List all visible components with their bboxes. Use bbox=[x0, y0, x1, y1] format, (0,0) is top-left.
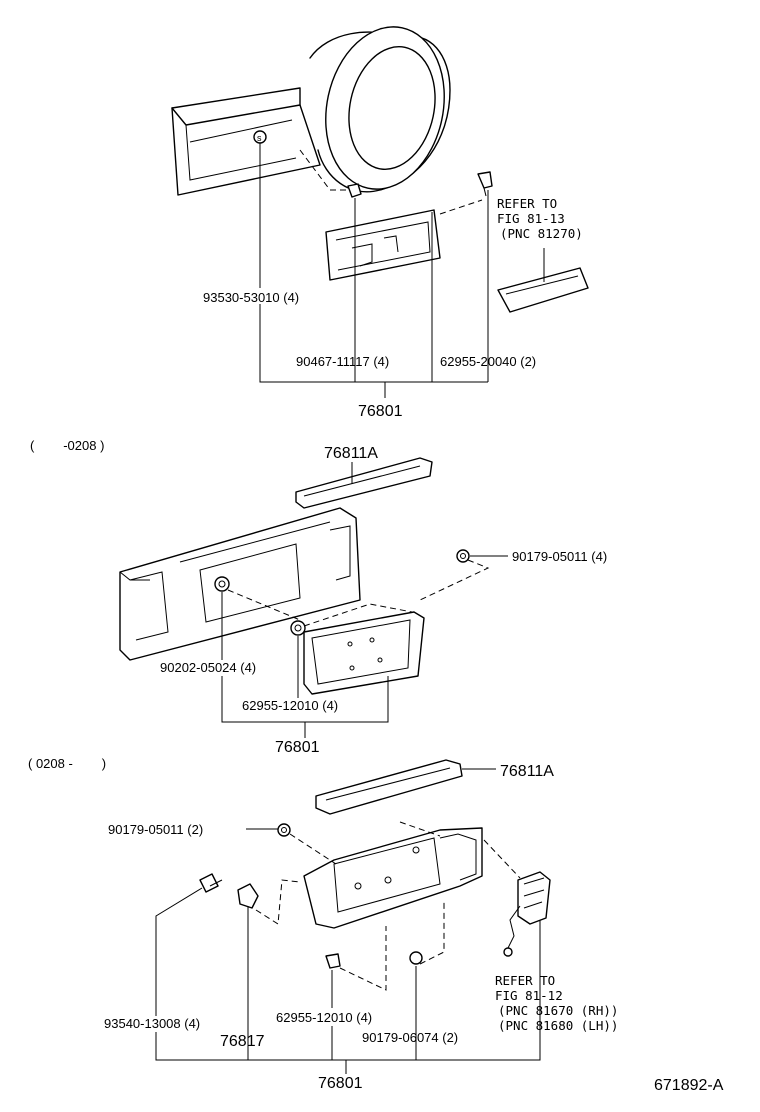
license-lamp bbox=[497, 248, 589, 313]
part-62955-12010: 62955-12010 (4) bbox=[242, 698, 338, 713]
section-1-pre-facelift: s REFER TO FIG 81-13 (PNC bbox=[171, 26, 589, 420]
part-90467-11117: 90467-11117 (4) bbox=[296, 354, 389, 369]
refer-line-1: REFER TO bbox=[495, 973, 555, 988]
moulding-bar bbox=[295, 457, 433, 509]
period-label: ( -0208 ) bbox=[30, 438, 104, 453]
figure-id: 671892-A bbox=[654, 1077, 724, 1094]
part-93530-53010: 93530-53010 (4) bbox=[203, 290, 299, 305]
period-label: ( 0208 - ) bbox=[28, 756, 106, 771]
svg-text:s: s bbox=[257, 133, 262, 143]
assembly-76801: 76801 bbox=[275, 739, 320, 756]
part-76811A: 76811A bbox=[500, 763, 554, 780]
refer-line-4: (PNC 81680 (LH)) bbox=[498, 1018, 618, 1033]
spare-tire-icon bbox=[309, 26, 451, 193]
bolt-icon bbox=[214, 576, 230, 592]
assembly-76801: 76801 bbox=[318, 1075, 363, 1092]
part-90179-05011: 90179-05011 (4) bbox=[512, 549, 607, 564]
part-62955-20040: 62955-20040 (2) bbox=[440, 354, 536, 369]
nut-icon bbox=[409, 951, 423, 965]
part-76817: 76817 bbox=[220, 1033, 265, 1050]
refer-line-1: REFER TO bbox=[497, 196, 557, 211]
clip-icon bbox=[237, 883, 259, 909]
part-62955-12010: 62955-12010 (4) bbox=[276, 1010, 372, 1025]
nut-icon bbox=[325, 953, 341, 969]
refer-line-3: (PNC 81270) bbox=[500, 226, 583, 241]
rear-panel bbox=[171, 87, 321, 196]
nut-icon bbox=[456, 549, 470, 563]
part-90179-06074: 90179-06074 (2) bbox=[362, 1030, 458, 1045]
bolt-icon: s bbox=[253, 130, 267, 144]
nut-icon bbox=[290, 620, 306, 636]
side-lamp bbox=[503, 871, 551, 957]
nut-icon bbox=[347, 183, 362, 198]
part-93540-13008: 93540-13008 (4) bbox=[104, 1016, 200, 1031]
part-90202-05024: 90202-05024 (4) bbox=[160, 660, 256, 675]
nut-icon bbox=[246, 823, 291, 837]
refer-line-3: (PNC 81670 (RH)) bbox=[498, 1003, 618, 1018]
section-2-until-0208: ( -0208 ) 76811A bbox=[30, 438, 607, 756]
refer-line-2: FIG 81-13 bbox=[497, 211, 565, 226]
license-bracket bbox=[303, 827, 483, 929]
refer-line-2: FIG 81-12 bbox=[495, 988, 563, 1003]
rear-bumper bbox=[119, 507, 361, 661]
part-76811A: 76811A bbox=[324, 445, 378, 462]
section-3-from-0208: ( 0208 - ) 76811A 90179-05011 (2) bbox=[28, 756, 618, 1092]
clip-icon bbox=[477, 171, 493, 197]
moulding-bar bbox=[315, 759, 496, 815]
license-bracket bbox=[325, 209, 441, 281]
bolt-icon bbox=[199, 873, 223, 893]
part-90179-05011: 90179-05011 (2) bbox=[108, 822, 203, 837]
license-bracket bbox=[303, 611, 425, 695]
assembly-76801: 76801 bbox=[358, 403, 403, 420]
